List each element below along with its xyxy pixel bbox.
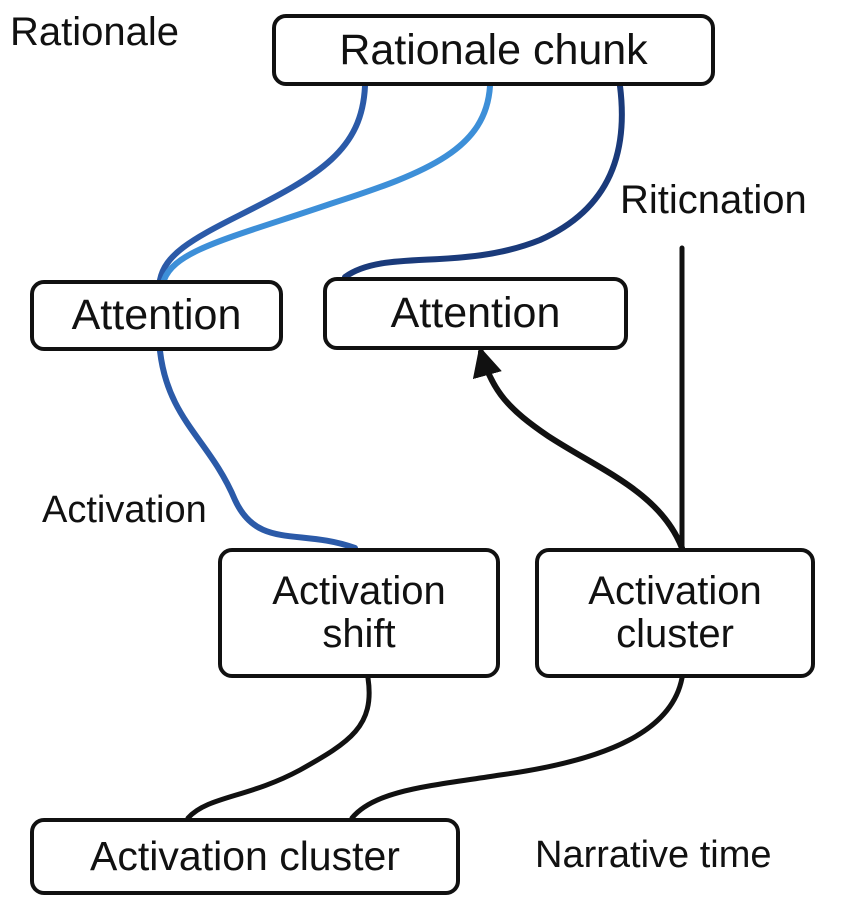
node-attention-right[interactable]: Attention <box>323 277 628 350</box>
label-narrative-time: Narrative time <box>535 834 772 876</box>
edge-attention-left-to-activation-shift <box>157 348 358 551</box>
node-activation-cluster-bottom[interactable]: Activation cluster <box>30 818 460 895</box>
edge-rationale-to-attention-right-navy <box>342 83 625 280</box>
node-label: Attention <box>71 291 242 340</box>
edge-activation-cluster-mid-to-activation-cluster-bottom <box>349 675 685 821</box>
node-label: Activation cluster <box>90 833 400 880</box>
edge-activation-shift-to-activation-cluster-bottom <box>185 675 372 821</box>
node-label: Activation shift <box>272 568 446 656</box>
node-activation-shift[interactable]: Activation shift <box>218 548 500 678</box>
label-riticnation-axis: Riticnation <box>620 178 807 222</box>
node-rationale-chunk[interactable]: Rationale chunk <box>272 14 715 86</box>
node-label: Activation cluster <box>588 568 762 656</box>
node-attention-left[interactable]: Attention <box>30 280 283 351</box>
edge-rationale-to-attention-left-dark <box>157 83 368 283</box>
node-label: Attention <box>390 289 561 338</box>
edge-rationale-to-attention-left-light <box>161 83 493 283</box>
label-rationale-axis: Rationale <box>10 10 180 54</box>
node-label: Rationale chunk <box>339 25 648 74</box>
node-activation-cluster-mid[interactable]: Activation cluster <box>535 548 815 678</box>
edge-activation-cluster-mid-to-attention-right <box>472 346 685 551</box>
label-activation-axis: Activation <box>42 489 207 531</box>
